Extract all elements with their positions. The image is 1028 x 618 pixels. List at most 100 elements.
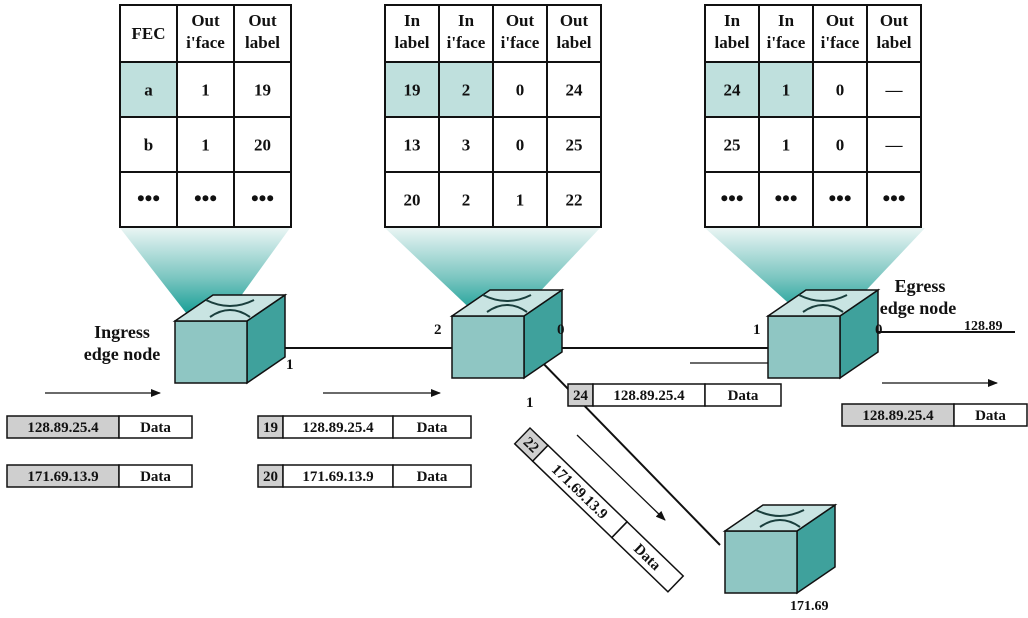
switch-cross-icon [755,509,805,528]
table-header-cell: label [395,33,430,52]
table-cell: 0 [836,81,845,100]
highlighted-cell [120,62,177,117]
packet-out_1: 128.89.25.4 Data [841,403,1028,427]
packet-address: 171.69.13.9 [302,469,373,485]
table-cell: — [885,136,904,155]
table-cell: ••• [251,186,274,211]
table-header-cell: i'face [821,33,860,52]
table-header-cell: i'face [447,33,486,52]
packet-hop2_1: 24 128.89.25.4 Data [567,383,782,407]
table-cell: — [885,81,904,100]
branch-router[interactable] [722,503,838,595]
table-cell: b [144,136,153,155]
packet-label-value: 24 [573,388,589,404]
highlighted-cell [759,62,813,117]
table-header-cell: label [877,33,912,52]
iface-egress-out: 0 [875,322,883,338]
table-header-cell: In [724,11,741,30]
table-cell: 1 [201,136,210,155]
core-router[interactable] [449,288,565,380]
table-cell: 19 [404,81,421,100]
packet-address: 128.89.25.4 [613,388,685,404]
packet-data: Data [728,388,759,404]
table-header-cell: label [715,33,750,52]
packet-data: Data [140,469,171,485]
table-header-cell: In [778,11,795,30]
egress-forwarding-table: 24 1 0 — 25 1 0 — ••• ••• ••• ••• In label In i'face Out… [704,4,922,228]
switch-cross-icon [482,294,532,313]
table-cell: 0 [516,81,525,100]
highlighted-cell [385,62,439,117]
table-header-cell: Out [506,11,535,30]
table-header-cell: i'face [501,33,540,52]
core-table-beam [385,228,600,318]
table-cell: 20 [254,136,271,155]
table-cell: 24 [724,81,742,100]
packet-address: 171.69.13.9 [548,462,610,523]
switch-cross-icon [798,294,848,313]
table-header-cell: Out [826,11,855,30]
table-cell: 25 [724,136,741,155]
ingress-table-beam [120,228,290,318]
iface-core-out1: 1 [526,395,534,411]
table-header-cell: i'face [186,33,225,52]
table-cell: 2 [462,191,471,210]
table-cell: 3 [462,136,471,155]
table-header-cell: i'face [767,33,806,52]
link-core-branch [534,354,721,546]
iface-core-out0: 0 [557,322,565,338]
table-cell: ••• [720,186,743,211]
table-cell: 22 [566,191,583,210]
table-cell: ••• [194,186,217,211]
packet-label-value: 19 [263,420,278,436]
packet-in_1: 128.89.25.4 Data [6,415,193,439]
table-cell: 0 [516,136,525,155]
table-header-cell: In [458,11,475,30]
table-cell: 1 [782,136,791,155]
table-cell: 0 [836,136,845,155]
arrow-branch [576,434,666,521]
table-header-cell: Out [248,11,277,30]
ingress-node-label-line1: Ingress [94,322,150,342]
table-cell: 24 [566,81,584,100]
table-cell: 2 [462,81,471,100]
egress-node-label-line2: edge node [880,298,957,318]
table-header-cell: Out [880,11,909,30]
network-label-128-89: 128.89 [964,319,1003,334]
highlighted-cell [439,62,493,117]
table-cell: 19 [254,81,271,100]
egress-node-label-line1: Egress [895,276,946,296]
table-header-cell: FEC [132,24,166,43]
table-cell: 20 [404,191,421,210]
packet-address: 128.89.25.4 [27,420,99,436]
table-header-cell: In [404,11,421,30]
table-cell: 25 [566,136,583,155]
table-cell: 1 [782,81,791,100]
packet-data: Data [975,408,1006,424]
packet-data: Data [417,420,448,436]
table-cell: ••• [882,186,905,211]
table-header-cell: Out [560,11,589,30]
packet-data: Data [140,420,171,436]
table-cell: a [144,81,153,100]
ingress-router[interactable] [172,293,288,385]
packet-address: 128.89.25.4 [862,408,934,424]
table-header-cell: label [245,33,280,52]
packet-label-value: 20 [263,469,278,485]
highlighted-cell [705,62,759,117]
table-cell: ••• [828,186,851,211]
iface-ingress-out: 1 [286,357,294,373]
packet-hop1_1: 19 128.89.25.4 Data [257,415,472,439]
egress-router[interactable] [765,288,881,380]
table-cell: 13 [404,136,421,155]
network-label-171-69: 171.69 [790,599,829,614]
ingress-node-label-line2: edge node [84,344,161,364]
table-cell: ••• [774,186,797,211]
packet-address: 128.89.25.4 [302,420,374,436]
table-cell: 1 [201,81,210,100]
table-cell: 1 [516,191,525,210]
